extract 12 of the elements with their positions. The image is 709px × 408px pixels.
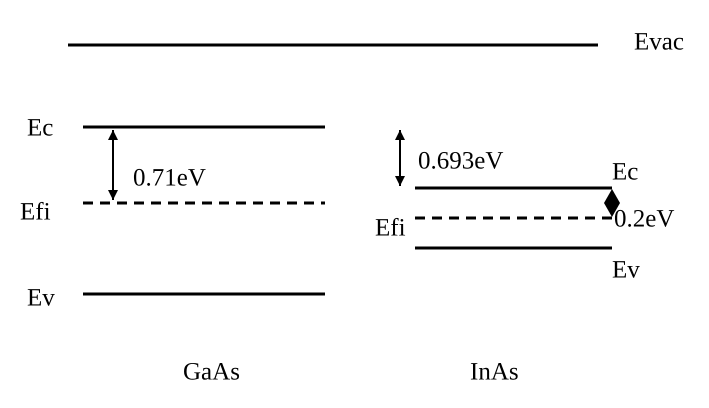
energy-value: 0.2eV	[614, 206, 674, 232]
level-name: Ev	[27, 286, 55, 310]
energy-value: 0.71eV	[133, 166, 206, 190]
energy-value: 0.693eV	[418, 148, 504, 174]
level-name: Ev	[612, 258, 640, 282]
material-name: GaAs	[183, 360, 240, 384]
level-name: Efi	[20, 200, 51, 224]
level-name: Ec	[612, 160, 638, 184]
level-name: Efi	[375, 216, 406, 240]
level-name: Ec	[27, 116, 54, 140]
level-name: Evac	[634, 30, 684, 54]
material-name: InAs	[470, 360, 519, 384]
